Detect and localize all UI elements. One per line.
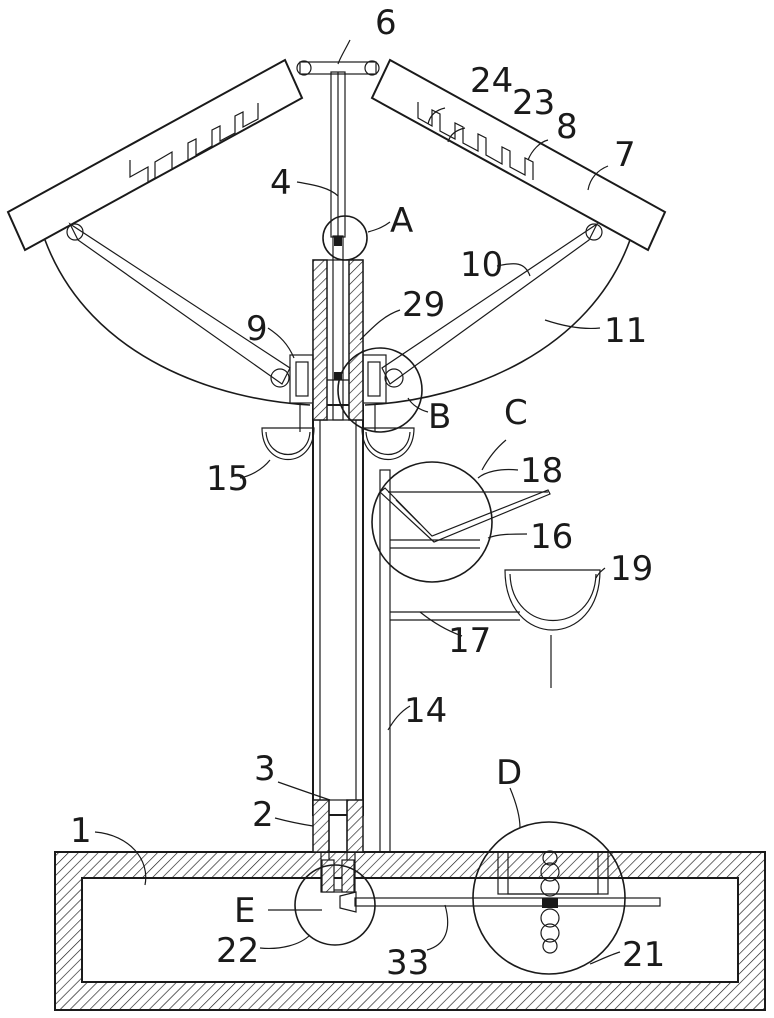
label-2: 2: [252, 795, 274, 835]
label-D: D: [496, 753, 522, 793]
label-9: 9: [246, 309, 268, 349]
label-29: 29: [402, 285, 445, 325]
label-8: 8: [556, 107, 578, 147]
label-22: 22: [216, 931, 259, 971]
label-1: 1: [70, 811, 92, 851]
label-3: 3: [254, 749, 276, 789]
label-19: 19: [610, 549, 653, 589]
label-6: 6: [375, 3, 397, 43]
label-B: B: [428, 397, 451, 437]
label-14: 14: [404, 691, 447, 731]
label-11: 11: [604, 311, 647, 351]
label-18: 18: [520, 451, 563, 491]
label-E: E: [234, 891, 255, 931]
label-A: A: [390, 201, 413, 241]
label-17: 17: [448, 621, 491, 661]
label-C: C: [504, 393, 528, 433]
base-housing: [55, 852, 765, 1010]
side-post: [380, 470, 550, 852]
right-bowl: [505, 570, 600, 688]
label-4: 4: [270, 163, 292, 203]
label-10: 10: [460, 245, 503, 285]
label-16: 16: [530, 517, 573, 557]
left-panel: [8, 60, 302, 250]
label-24: 24: [470, 61, 513, 101]
label-15: 15: [206, 459, 249, 499]
label-7: 7: [614, 135, 636, 175]
label-33: 33: [386, 943, 429, 983]
central-column: [313, 405, 363, 892]
label-21: 21: [622, 935, 665, 975]
rod-and-top-hinge: [297, 61, 379, 237]
label-23: 23: [512, 83, 555, 123]
